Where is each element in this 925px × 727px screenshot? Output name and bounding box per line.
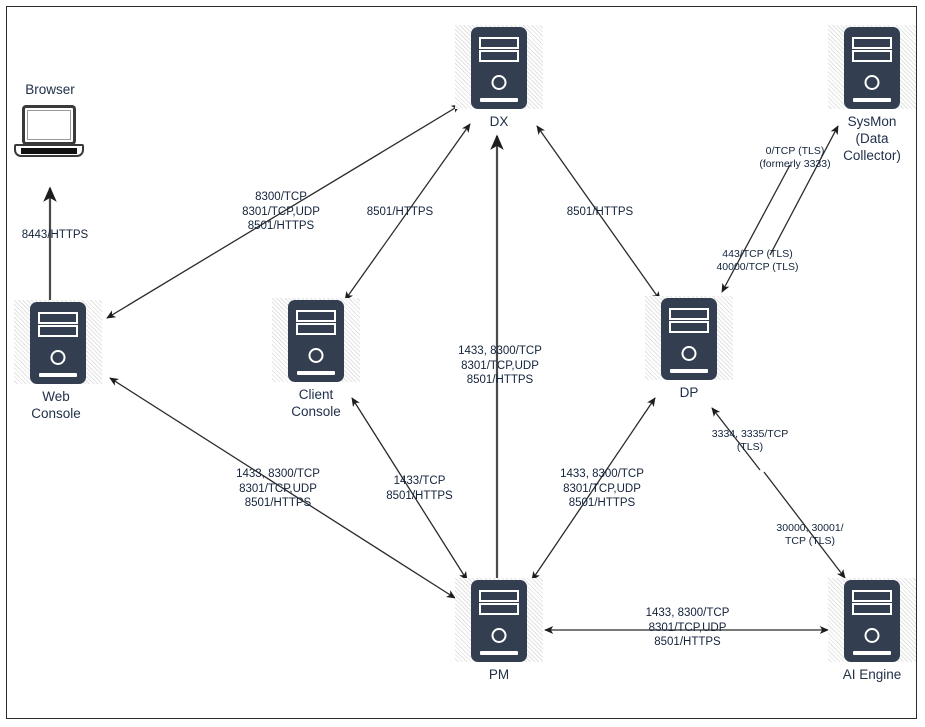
node-sysmon[interactable]: SysMon (Data Collector) [828,25,920,185]
node-label-web-console: Web Console [31,389,81,421]
edge-label-webconsole-pm: 1433, 8300/TCP 8301/TCP,UDP 8501/HTTPS [236,468,320,509]
connector-dp-sysmon [769,125,839,256]
edge-label-pm-dx: 1433, 8300/TCP 8301/TCP,UDP 8501/HTTPS [458,345,542,386]
edge-label-sysmon-dp: 443/TCP (TLS) 40000/TCP (TLS) [716,248,799,273]
connector-clientconsole-pm [351,397,468,581]
node-label-client-console: Client Console [291,387,341,419]
server-tower-icon [471,27,527,109]
node-dx[interactable]: DX [455,25,547,155]
node-label-sysmon: SysMon (Data Collector) [843,114,901,163]
connector-dp-aiengine-lower [763,471,846,579]
connector-sysmon-dp [721,164,791,293]
node-browser[interactable]: Browser [14,82,86,159]
node-dp[interactable]: DP [645,296,737,426]
node-label-browser: Browser [25,82,75,97]
edge-label-dp-aiengine: 3334, 3335/TCP (TLS) [711,428,789,453]
edge-label-aiengine-inbound: 30000, 30001/ TCP (TLS) [776,522,844,547]
node-web-console[interactable]: Web Console [10,300,102,430]
edge-label-clientconsole-pm: 1433/TCP 8501/HTTPS [386,475,453,502]
edge-label-dp-pm: 1433, 8300/TCP 8301/TCP,UDP 8501/HTTPS [560,468,644,509]
server-tower-icon [844,580,900,662]
node-label-dp: DP [679,385,699,400]
connector-clientconsole-dx [344,123,471,301]
server-tower-icon [471,580,527,662]
connector-dp-pm [531,397,656,581]
node-label-pm: PM [488,667,510,682]
server-tower-icon [30,302,86,384]
node-ai-engine[interactable]: AI Engine [828,578,920,708]
server-tower-icon [288,300,344,382]
edge-label-browser-webconsole: 8443/HTTPS [21,229,89,241]
node-pm[interactable]: PM [455,578,547,708]
node-label-dx: DX [489,114,509,129]
laptop-icon [14,105,84,159]
edge-label-dp-sysmon: 0/TCP (TLS) (formerly 3333) [759,145,831,170]
server-tower-icon [844,27,900,109]
connector-dp-aiengine-upper [711,407,761,471]
node-client-console[interactable]: Client Console [272,298,364,428]
node-label-ai-engine: AI Engine [842,667,902,682]
connector-dx-dp [536,125,661,301]
server-tower-icon [661,298,717,380]
edge-label-webconsole-dx: 8300/TCP 8301/TCP,UDP 8501/HTTPS [242,191,320,232]
edge-label-pm-aiengine: 1433, 8300/TCP 8301/TCP,UDP 8501/HTTPS [645,607,730,648]
edge-label-dx-dp: 8501/HTTPS [566,206,634,218]
edge-label-clientconsole-dx: 8501/HTTPS [366,206,434,218]
